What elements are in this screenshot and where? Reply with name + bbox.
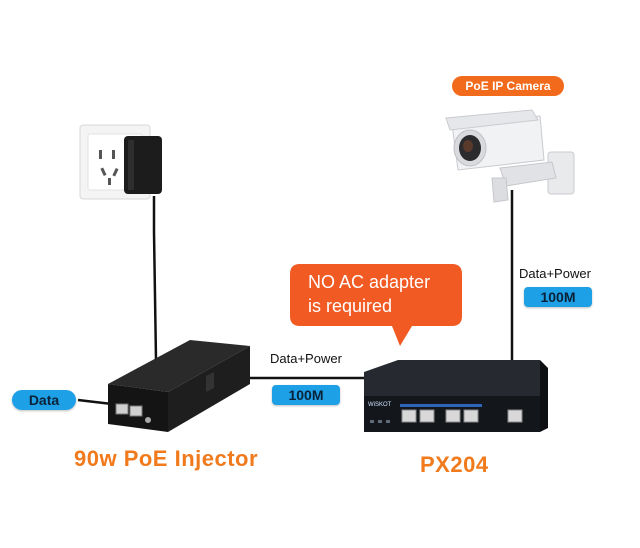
ip-camera — [445, 109, 575, 203]
cable-adapter-to-injector — [152, 196, 158, 361]
data-badge: Data — [12, 390, 76, 410]
switch-brand-logo: WiSKOT — [368, 402, 392, 408]
injector-caption: 90w PoE Injector — [74, 446, 259, 471]
cable-data-input — [77, 398, 113, 406]
callout-line-1: NO AC adapter — [308, 272, 431, 292]
data-power-label-mid: Data+Power — [270, 351, 342, 366]
callout-line-2: is required — [308, 296, 393, 316]
switch-caption: PX204 — [420, 452, 489, 477]
power-adapter — [124, 136, 162, 194]
callout-text: NO AC adapter is required — [296, 270, 462, 318]
speed-badge-mid: 100M — [272, 385, 340, 405]
callout-bubble — [290, 264, 462, 346]
speed-badge-right: 100M — [524, 287, 592, 307]
poe-switch — [364, 360, 548, 432]
data-power-label-right: Data+Power — [519, 266, 591, 281]
poe-injector — [108, 340, 250, 432]
camera-label: PoE IP Camera — [452, 76, 564, 96]
